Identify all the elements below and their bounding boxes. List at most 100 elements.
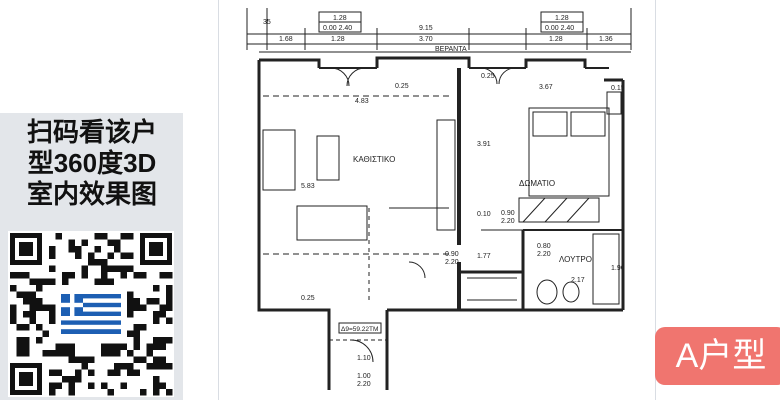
qr-module: [159, 363, 166, 370]
opening-label: 0.90: [445, 251, 459, 258]
qr-module: [114, 239, 121, 246]
qr-module: [133, 272, 140, 279]
dim-label: 9.15: [419, 25, 433, 32]
qr-module: [159, 343, 166, 350]
qr-module: [153, 363, 160, 370]
qr-module: [49, 311, 56, 318]
qr-module: [81, 239, 88, 246]
qr-module: [10, 272, 17, 279]
qr-module: [166, 285, 173, 292]
qr-module: [62, 278, 69, 285]
qr-module: [81, 272, 88, 279]
qr-module: [49, 369, 56, 376]
dim-label: 0.10: [477, 211, 491, 218]
qr-module: [101, 350, 108, 357]
qr-module: [68, 343, 75, 350]
qr-module: [81, 265, 88, 272]
qr-pattern: [10, 233, 173, 396]
qr-module: [127, 363, 134, 370]
qr-module: [166, 363, 173, 370]
qr-module: [120, 363, 127, 370]
qr-module: [107, 265, 114, 272]
qr-module: [120, 233, 127, 240]
qr-module: [101, 233, 108, 240]
qr-module: [88, 252, 95, 259]
dim-label: 3.70: [419, 36, 433, 43]
qr-module: [68, 376, 75, 383]
qr-module: [42, 304, 49, 311]
qr-module: [23, 311, 30, 318]
qr-module: [49, 265, 56, 272]
qr-module: [127, 298, 134, 305]
qr-module: [94, 259, 101, 266]
qr-module: [146, 363, 153, 370]
qr-module: [133, 330, 140, 337]
qr-module: [153, 356, 160, 363]
qr-module: [159, 311, 166, 318]
qr-module: [133, 356, 140, 363]
dim-label: 3.91: [477, 141, 491, 148]
qr-module: [10, 311, 17, 318]
qr-module: [133, 343, 140, 350]
qr-module: [29, 311, 36, 318]
qr-module: [36, 304, 43, 311]
qr-module: [153, 389, 160, 396]
qr-module: [68, 350, 75, 357]
qr-module: [55, 382, 62, 389]
qr-module: [16, 350, 23, 357]
greek-flag-icon: [58, 291, 124, 337]
qr-module: [140, 389, 147, 396]
dim-label: 1.36: [599, 36, 613, 43]
qr-module: [49, 382, 56, 389]
dim-label: 1.10: [357, 355, 371, 362]
qr-module: [49, 350, 56, 357]
qr-module: [107, 350, 114, 357]
qr-module: [101, 272, 108, 279]
qr-module: [146, 298, 153, 305]
qr-module: [55, 350, 62, 357]
veranda-label: ΒΕΡΑΝΤΑ: [435, 46, 467, 53]
qr-module: [29, 298, 36, 305]
qr-finder-bottom-left: [10, 363, 42, 395]
qr-module: [42, 278, 49, 285]
qr-module: [127, 233, 134, 240]
qr-module: [29, 317, 36, 324]
qr-module: [140, 304, 147, 311]
qr-module: [42, 330, 49, 337]
qr-module: [101, 278, 108, 285]
dim-label: 0.15: [611, 85, 625, 92]
qr-module: [159, 337, 166, 344]
qr-module: [166, 298, 173, 305]
qr-module: [114, 246, 121, 253]
qr-module: [127, 265, 134, 272]
qr-module: [101, 343, 108, 350]
qr-module: [68, 356, 75, 363]
qr-module: [49, 252, 56, 259]
dim-label: 2.17: [571, 277, 585, 284]
qr-module: [55, 369, 62, 376]
qr-module: [23, 291, 30, 298]
qr-module: [55, 233, 62, 240]
qr-module: [49, 317, 56, 324]
qr-module: [114, 369, 121, 376]
qr-module: [62, 272, 69, 279]
qr-module: [107, 369, 114, 376]
qr-module: [23, 350, 30, 357]
qr-module: [94, 278, 101, 285]
qr-module: [146, 350, 153, 357]
qr-module: [133, 304, 140, 311]
qr-module: [133, 369, 140, 376]
door-mark-label: 0.00 2.40: [545, 25, 574, 32]
qr-module: [81, 363, 88, 370]
qr-finder-top-left: [10, 233, 42, 265]
qr-module: [23, 324, 30, 331]
qr-module: [107, 389, 114, 396]
dim-label: 4.83: [355, 98, 369, 105]
qr-module: [120, 252, 127, 259]
qr-code[interactable]: [8, 231, 174, 397]
promo-line-3: 室内效果图: [26, 179, 157, 209]
area-tag: Δ9=59.22ΤΜ: [338, 322, 382, 334]
qr-module: [101, 259, 108, 266]
qr-module: [36, 298, 43, 305]
qr-module: [10, 304, 17, 311]
